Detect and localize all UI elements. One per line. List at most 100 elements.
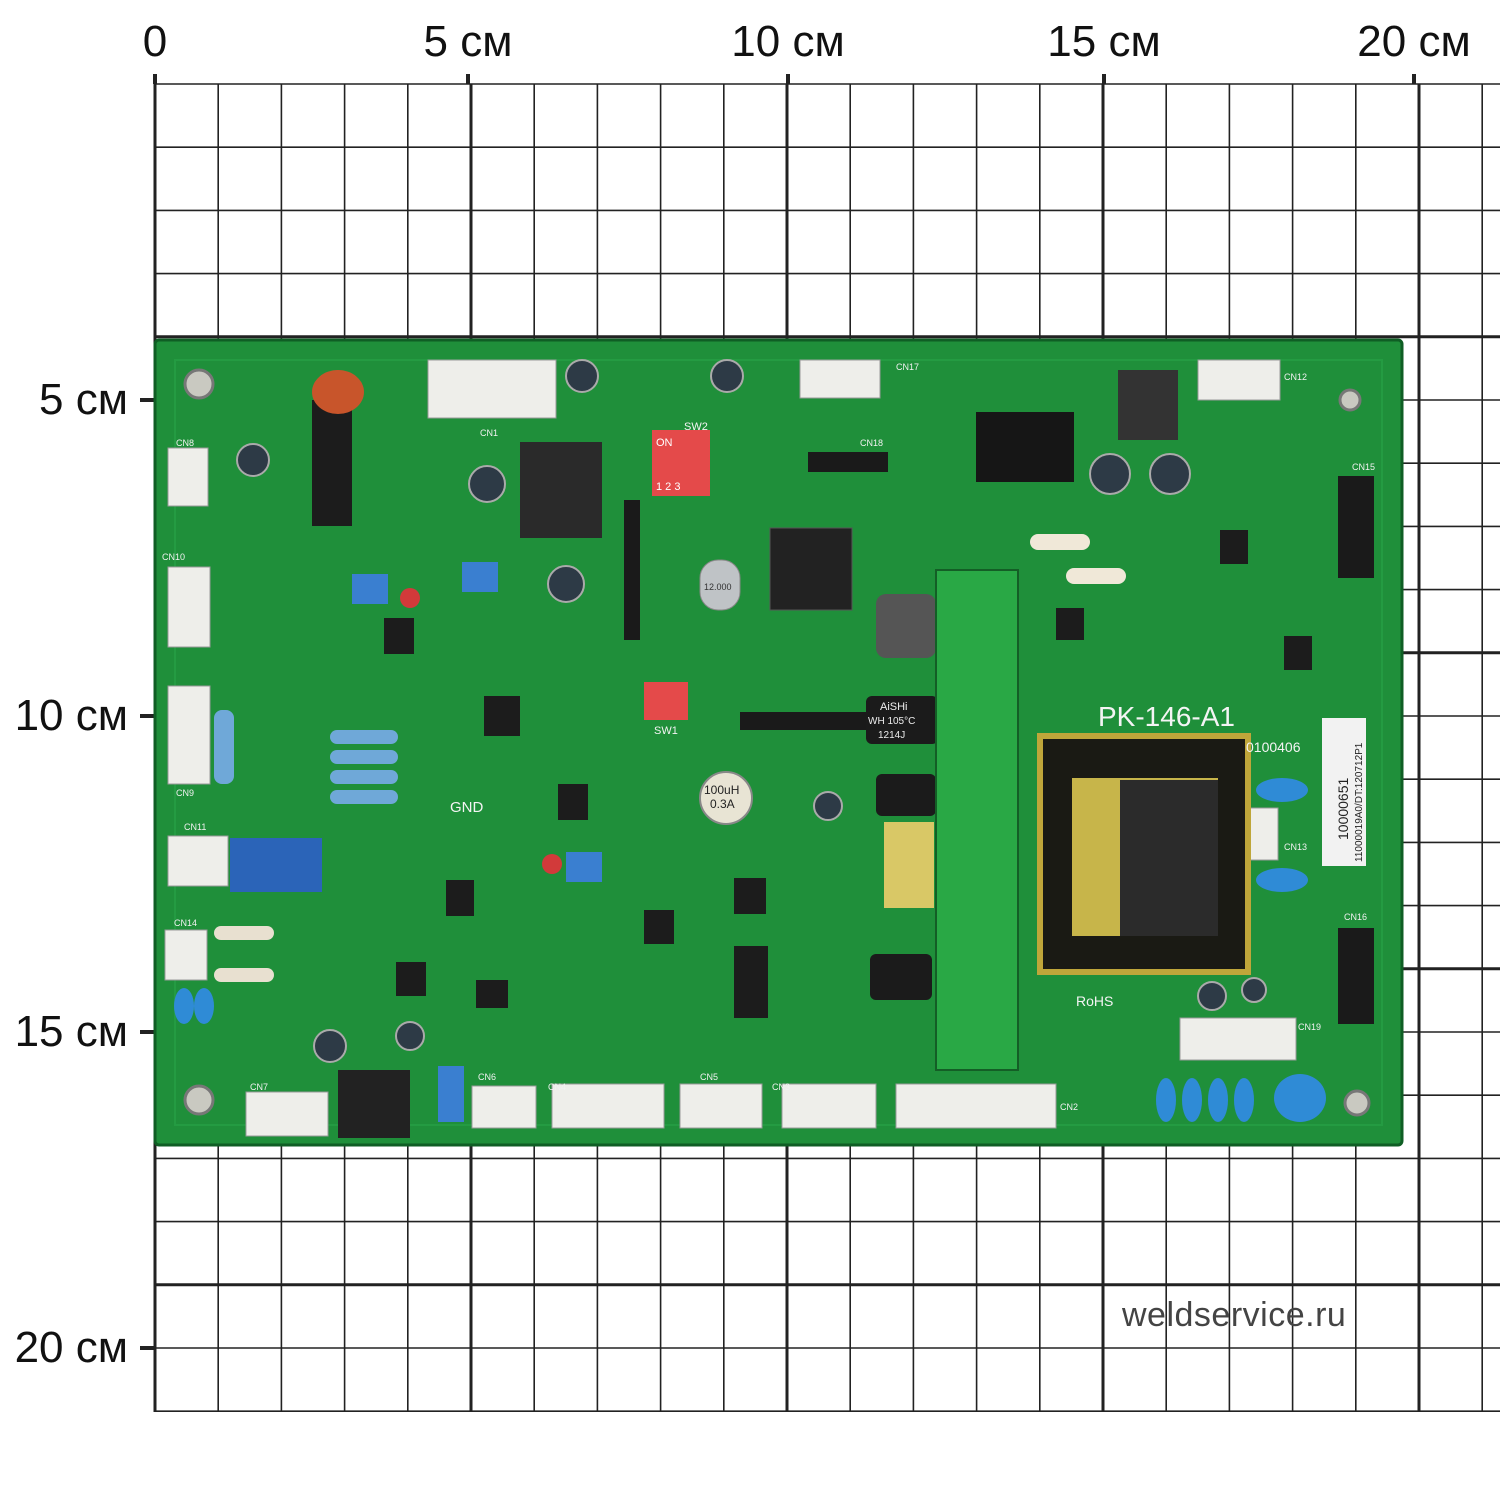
serial-number: 10000651 [1335, 777, 1351, 840]
capacitor-c008 [395, 1021, 425, 1051]
capacitor-y-large [1274, 1074, 1326, 1122]
watermark: weldservice.ru [1122, 1296, 1347, 1334]
capacitor-c003b [1241, 977, 1267, 1003]
ic-u20 [1220, 530, 1248, 564]
gnd-label: GND [450, 799, 484, 816]
connector-cn8 [167, 447, 209, 507]
serial-sticker [1322, 718, 1366, 866]
capacitor-y [1182, 1078, 1202, 1122]
capacitor-c31 [312, 370, 364, 414]
ic-u18 [396, 962, 426, 996]
connector-label-cn1: CN1 [480, 428, 498, 438]
y-axis-label-15cm: 15 см [14, 1007, 128, 1056]
connector-labels: CN1CN2CN3CN4CN5CN6CN7CN8CN9CN10CN11CN12C… [162, 362, 1375, 1112]
connector-cn7 [245, 1091, 329, 1137]
inductor-current: 0.3A [710, 797, 735, 811]
capacitor-c75 [174, 988, 194, 1024]
ic-u02 [476, 980, 508, 1008]
capacitor-c003 [1197, 981, 1227, 1011]
small-transformer [884, 822, 934, 908]
connector-cn4 [551, 1083, 665, 1129]
ic-u04 [644, 910, 674, 944]
y-axis-label-5cm: 5 см [39, 375, 128, 424]
x-axis-label-5cm: 5 см [423, 17, 513, 66]
connector-cn13 [1247, 807, 1279, 861]
connector-cn19 [1179, 1017, 1297, 1061]
capacitor-y [1234, 1078, 1254, 1122]
choke [876, 594, 936, 658]
capacitor-c111 [1256, 778, 1308, 802]
resistor-r98 [214, 968, 274, 982]
resistor-r96 [214, 926, 274, 940]
pin-header-cn15 [1338, 476, 1374, 578]
trimmer-vr4 [438, 1066, 464, 1122]
regulator-q7 [1118, 370, 1178, 440]
microcontroller-u1-area [769, 527, 853, 611]
ic-u7 [384, 618, 414, 654]
capacitor-c012 [468, 465, 506, 503]
cap-date: 1214J [878, 730, 905, 741]
resistor-network-rn2 [624, 500, 640, 640]
connector-label-cn4: CN4 [548, 1082, 566, 1092]
capacitor-c002 [313, 1029, 347, 1063]
connector-cn9 [167, 685, 211, 785]
mounting-hole [183, 1084, 215, 1116]
capacitor-y [1156, 1078, 1176, 1122]
ic-u2 [312, 400, 352, 526]
capacitor-c018 [565, 359, 599, 393]
trimmer-vr2 [352, 574, 388, 604]
connector-label-cn5: CN5 [700, 1072, 718, 1082]
cap-rating: WH 105°C [868, 716, 915, 727]
inductor-value: 100uH [704, 783, 739, 797]
connector-label-cn15: CN15 [1352, 462, 1375, 472]
capacitor-c001 [813, 791, 843, 821]
connector-cn5 [679, 1083, 763, 1129]
crystal [699, 559, 741, 611]
dip-on-label: ON [656, 437, 673, 449]
dip-switch-sw2 [652, 430, 710, 496]
resistor-blue [330, 790, 398, 804]
connector-label-cn14: CN14 [174, 918, 197, 928]
connector-label-cn12: CN12 [1284, 372, 1307, 382]
resistor-blue [330, 770, 398, 784]
pcb-board: PK-146-A1 0100406 RoHS GND SW2 SW1 ON 1 … [153, 338, 1404, 1147]
ic-u10-socket [520, 442, 602, 538]
relay-rly2 [230, 838, 322, 892]
connector-cn17 [799, 359, 881, 399]
pin-header-cn18 [808, 452, 888, 472]
connector-label-cn10: CN10 [162, 552, 185, 562]
ic-u19 [446, 880, 474, 916]
connector-label-cn6: CN6 [478, 1072, 496, 1082]
capacitor-c013 [547, 565, 585, 603]
mounting-hole [183, 368, 215, 400]
dip-switch-sw1 [644, 682, 688, 720]
connector-label-cn16: CN16 [1344, 912, 1367, 922]
y-axis-label-20cm: 20 см [14, 1323, 128, 1372]
rohs-mark: RoHS [1076, 993, 1113, 1009]
transformer-core [1120, 780, 1218, 936]
connector-cn6 [471, 1085, 537, 1129]
inductor [699, 771, 753, 825]
ic-u22 [1056, 608, 1084, 640]
x-axis-label-10cm: 10 см [731, 17, 845, 66]
resistor-blue [330, 750, 398, 764]
resistor-r153 [1030, 534, 1090, 550]
ic-u9 [734, 946, 768, 1018]
capacitor-c110 [1256, 868, 1308, 892]
sw1-label: SW1 [654, 725, 678, 737]
board-model: PK-146-A1 [1098, 701, 1235, 732]
connector-cn1 [427, 359, 557, 419]
capacitor-c76 [194, 988, 214, 1024]
capacitor-km-1 [876, 774, 936, 816]
capacitor-aishi [866, 696, 938, 744]
daughter-board [935, 569, 1019, 1071]
trimmer-vr1 [462, 562, 498, 592]
connector-label-cn2: CN2 [1060, 1102, 1078, 1112]
connector-label-cn7: CN7 [250, 1082, 268, 1092]
connector-label-cn9: CN9 [176, 788, 194, 798]
resistor-blue [330, 730, 398, 744]
capacitor-c016 [710, 359, 744, 393]
connector-label-cn17: CN17 [896, 362, 919, 372]
ic-u14 [484, 696, 520, 736]
serial-line2: 11000019A0/DT:120712P1 [1354, 742, 1365, 862]
